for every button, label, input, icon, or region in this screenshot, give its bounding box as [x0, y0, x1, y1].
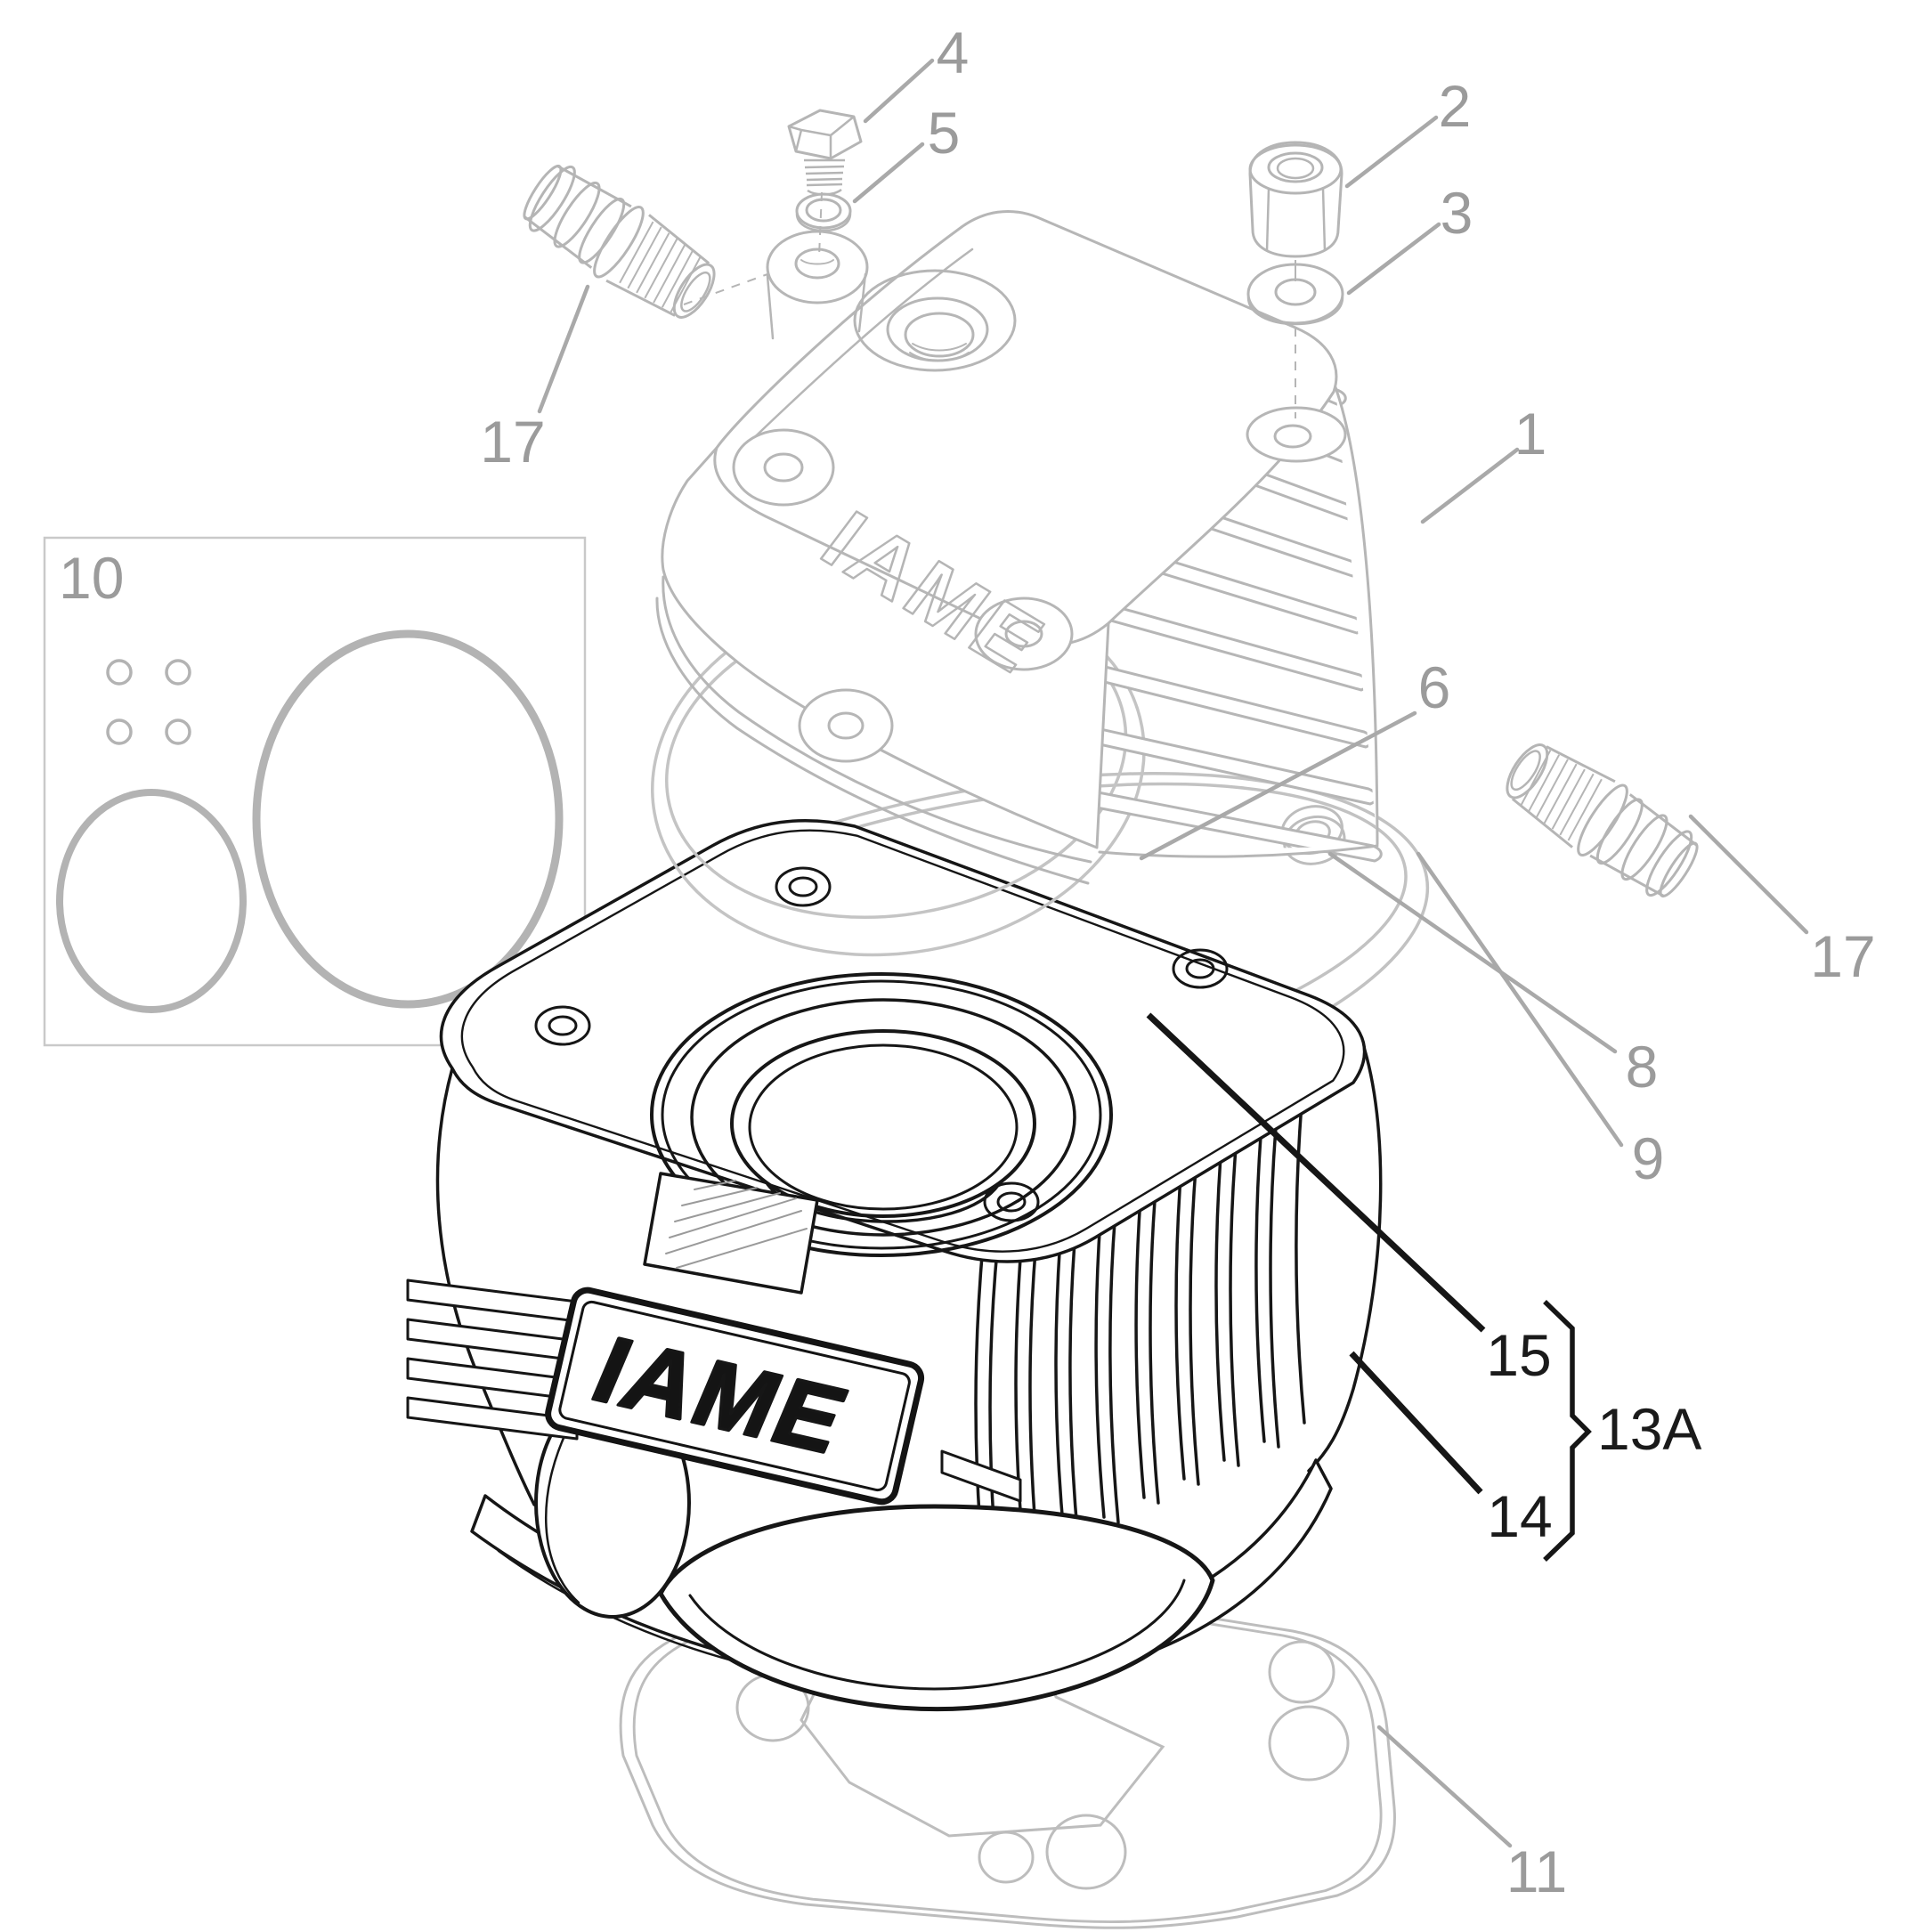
oring-kit-box	[43, 536, 587, 1047]
hose-fitting-right	[1506, 743, 1699, 898]
logo-fin-strips	[406, 1279, 1022, 1503]
kit-small-oring	[106, 659, 133, 686]
part-label-6: 6	[1418, 654, 1451, 720]
kit-box-outline	[43, 536, 587, 1047]
leader-1	[1420, 447, 1520, 524]
leader-3	[1346, 222, 1441, 296]
cylinder-right-silhouette	[1307, 1040, 1383, 1473]
part-label-2: 2	[1439, 73, 1472, 139]
part-label-15: 15	[1486, 1322, 1551, 1388]
intake-screen-hatch	[665, 1180, 808, 1269]
part-label-9: 9	[1632, 1125, 1665, 1191]
kit-large-oring	[252, 629, 564, 1009]
leader-17-left	[537, 284, 590, 414]
top-groove-oring	[650, 972, 1113, 1257]
cover-right-silhouette	[1334, 386, 1379, 846]
gasket-hole	[978, 1831, 1035, 1884]
part-label-1: 1	[1514, 401, 1547, 467]
bore-chamfer	[690, 998, 1076, 1237]
kit-small-oring	[165, 659, 191, 686]
cylinder-liner-edge	[748, 1043, 1019, 1211]
part-label-4: 4	[937, 20, 970, 85]
part-label-3: 3	[1441, 180, 1473, 246]
leader-9	[1416, 851, 1624, 1148]
plug-oring	[795, 192, 852, 232]
fitting-threads	[619, 221, 702, 313]
spark-plug-hole	[853, 269, 1017, 372]
tall-hex-nut	[1246, 141, 1344, 418]
cylinder-spigot	[658, 1504, 1215, 1712]
nut-thread-hole	[1276, 157, 1315, 180]
part-label-17-left: 17	[480, 409, 545, 475]
kit-medium-oring	[56, 789, 247, 1013]
cylinder-head-cover: IAME	[655, 210, 1383, 885]
leader-2	[1344, 115, 1439, 189]
cover-bottom-right-edge	[1098, 844, 1379, 858]
hose-fitting-left	[523, 164, 716, 319]
bolt-assembly-axis	[818, 191, 823, 257]
part-labels: 4 5 2 3 1 17 10 6 17 8 9 15 13A 14 11	[59, 20, 1876, 1904]
kit-small-oring	[165, 718, 191, 745]
nut-facets	[1265, 188, 1327, 252]
part-label-5: 5	[928, 100, 961, 166]
part-label-13A: 13A	[1597, 1396, 1701, 1462]
part-label-10: 10	[59, 545, 124, 611]
cover-stud-bosses	[732, 406, 1347, 763]
kit-small-oring	[106, 718, 133, 745]
cylinder: IAME	[406, 819, 1383, 1712]
leader-11	[1376, 1725, 1513, 1848]
part-label-8: 8	[1626, 1034, 1659, 1100]
leader-lines-black	[1146, 1012, 1592, 1562]
hex-plug-bolt	[787, 109, 863, 257]
leader-5	[852, 142, 925, 204]
top-groove	[661, 979, 1102, 1250]
cover-base-flange	[662, 575, 1092, 864]
cover-front-face	[661, 446, 1110, 849]
bolt-threads	[804, 158, 845, 196]
cylinder-bore	[730, 1029, 1036, 1218]
leader-8	[1327, 851, 1618, 1054]
leader-15	[1146, 1012, 1486, 1333]
gasket-hole	[1268, 1705, 1350, 1782]
cover-bolt-boss	[766, 230, 869, 340]
bracket-13A	[1543, 1300, 1592, 1562]
leader-14	[1349, 1351, 1483, 1495]
part-label-11: 11	[1506, 1839, 1568, 1904]
stud-holes	[534, 866, 1229, 1222]
part-label-17-right: 17	[1810, 923, 1875, 989]
fitting-threads	[1520, 750, 1603, 841]
leader-lines-gray	[537, 58, 1809, 1848]
fitting-assembly-axis	[683, 273, 768, 305]
gasket-hole	[1268, 1640, 1335, 1704]
leader-4	[863, 58, 935, 124]
part-label-14: 14	[1487, 1483, 1552, 1549]
leader-6	[1139, 710, 1417, 861]
gasket-hole	[1045, 1814, 1127, 1890]
leader-17-right	[1688, 814, 1809, 935]
nut-body	[1248, 141, 1343, 258]
base-gasket	[619, 1582, 1396, 1929]
cylinder-top-plate-inner	[460, 829, 1345, 1253]
